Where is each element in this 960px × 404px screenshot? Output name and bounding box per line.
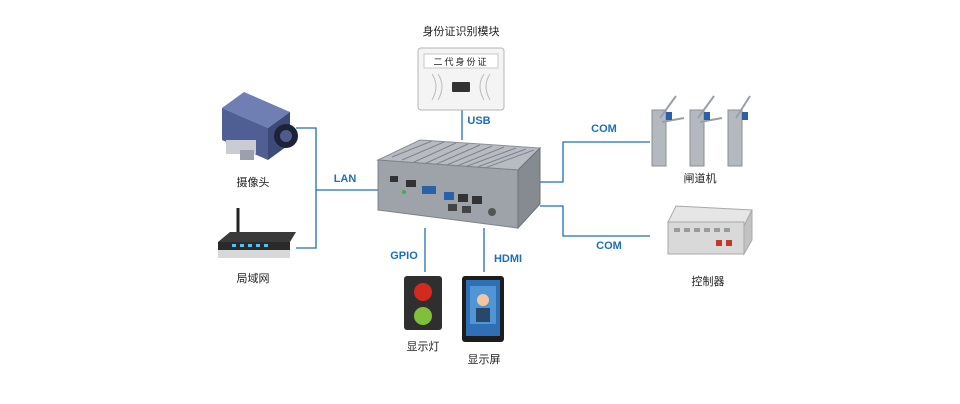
hdmi-connector-label: HDMI	[493, 253, 523, 265]
turnstile-label: 闸道机	[683, 172, 717, 185]
com-bottom-connector-label: COM	[596, 240, 622, 252]
com-top-line	[540, 141, 650, 183]
camera	[222, 92, 298, 160]
lan-connector-label: LAN	[333, 173, 357, 185]
controller-label: 控制器	[691, 275, 725, 288]
usb-connector-label: USB	[467, 115, 491, 127]
lan-line	[296, 127, 378, 249]
indicator-light-label: 显示灯	[406, 340, 440, 353]
com-bottom-line	[540, 205, 650, 237]
id-module-label: 身份证识别模块	[422, 25, 500, 38]
turnstile-gates	[651, 95, 751, 167]
indicator-light	[404, 276, 442, 330]
id-card-text: 二代身份证	[433, 58, 489, 68]
com-top-connector-label: COM	[591, 123, 617, 135]
gpio-connector-label: GPIO	[390, 250, 418, 262]
mini-pc	[376, 139, 542, 230]
lan-router-label: 局域网	[236, 272, 270, 285]
camera-label: 摄像头	[236, 176, 270, 189]
display-screen	[462, 276, 504, 342]
id-card-reader	[417, 47, 505, 111]
router	[218, 208, 296, 258]
connection-lines	[296, 110, 650, 272]
display-screen-label: 显示屏	[467, 353, 501, 366]
controller	[667, 205, 753, 256]
